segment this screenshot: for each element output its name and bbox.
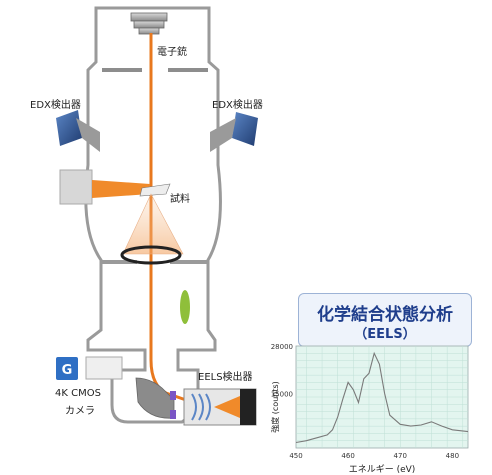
y-axis-label: 強度 (counts) [270,381,280,433]
eels-lens-stack [191,393,211,421]
electron-gun-icon [130,12,168,35]
aperture-right [168,68,208,72]
x-axis-label: エネルギー (eV) [349,464,416,475]
cmos-camera-body [85,356,123,380]
sample-label: 試料 [170,194,190,205]
spectrum-series-line [295,351,469,444]
electron-gun-label: 電子銃 [157,47,187,58]
sample [139,183,171,197]
edx-detector-right-icon [210,112,258,152]
eels-spectrum-chart: 450 460 470 480 15000 28000 エネルギー (eV) 強度 (coun… [270,343,469,475]
eels-panel-subtitle: （EELS） [354,327,416,342]
x-tick-label: 460 [341,452,354,460]
edx-detector-left-icon [56,110,100,152]
beam-cone [122,193,184,255]
cmos-camera-letter: G [62,363,73,378]
edx-left-label: EDX検出器 [30,100,81,111]
eels-camera-plate [240,389,256,425]
edx-right-label: EDX検出器 [212,100,263,111]
y-tick-label: 15000 [271,390,293,398]
aperture-low-left [101,260,137,264]
projector-lens [180,290,190,324]
aperture-left [102,68,142,72]
sample-holder [59,169,93,205]
y-tick-label: 28000 [271,343,293,351]
slit-bottom [170,410,176,419]
objective-lens-ring [120,245,182,265]
slit-top [170,391,176,400]
energy-filter-prism [135,377,175,419]
x-tick-label: 470 [394,452,407,460]
eels-panel-title: 化学結合状態分析 [317,305,453,325]
eels-beam-fan [214,396,240,418]
x-tick-label: 450 [289,452,302,460]
sample-rod [92,180,150,198]
aperture-low-right [170,260,208,264]
cmos-camera-label-line2: カメラ [65,406,95,417]
cmos-camera-icon [56,357,78,380]
eels-detector-label: EELS検出器 [198,372,253,383]
x-tick-label: 480 [446,452,459,460]
cmos-camera-label-line1: 4K CMOS [55,388,101,399]
